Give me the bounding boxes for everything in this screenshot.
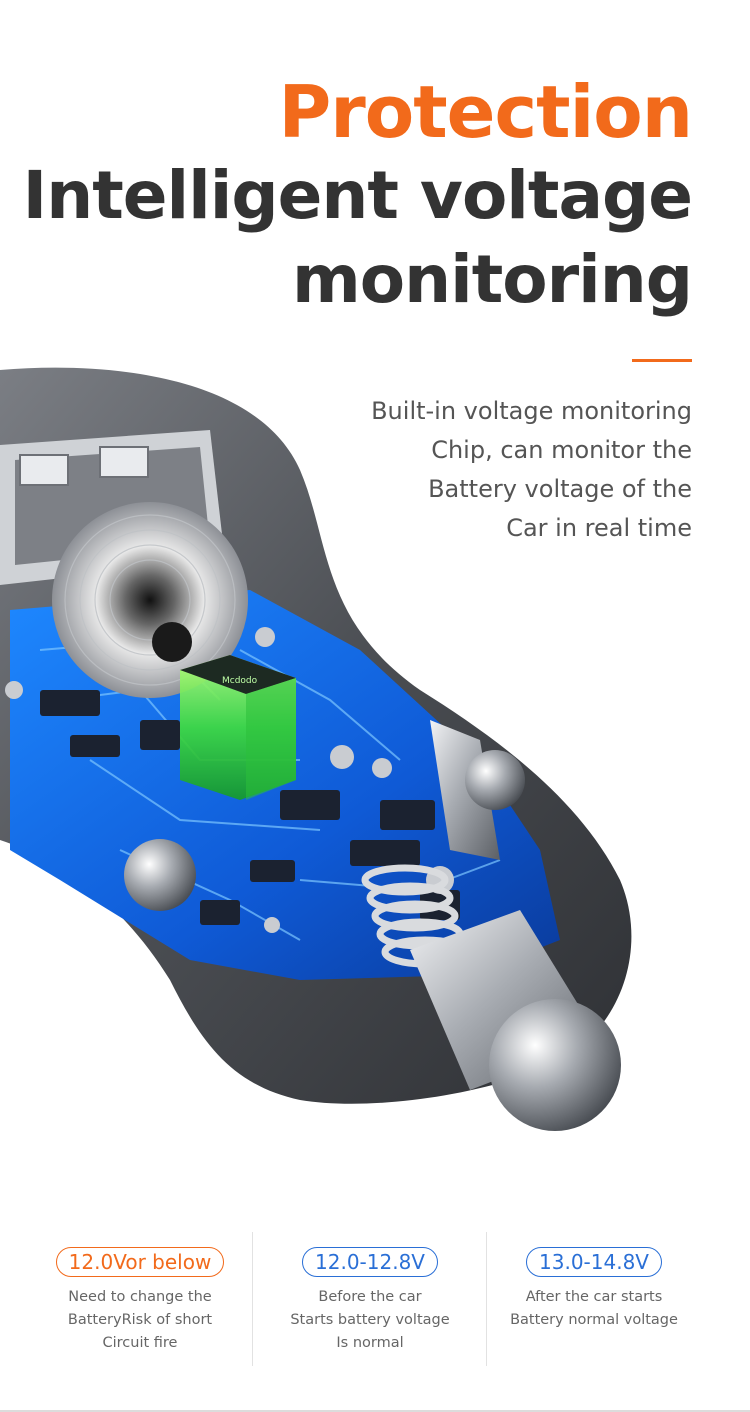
voltage-badge: 12.0-12.8V xyxy=(302,1247,438,1277)
description-line: Car in real time xyxy=(506,514,692,542)
voltage-badge: 13.0-14.8V xyxy=(526,1247,662,1277)
stat-line: Battery normal voltage xyxy=(510,1312,678,1328)
voltage-badge: 12.0Vor below xyxy=(55,1247,225,1277)
stat-line: After the car starts xyxy=(525,1289,663,1305)
title-accent: Protection xyxy=(278,70,694,154)
stat-line: Is normal xyxy=(336,1335,404,1351)
car-charger-illustration: Mcdodo xyxy=(0,367,632,1131)
chip-logo-text: Mcdodo xyxy=(222,676,258,686)
description-line: Built-in voltage monitoring xyxy=(371,397,692,425)
headline: Protection Intelligent voltage monitorin… xyxy=(22,70,694,322)
description-line: Chip, can monitor the xyxy=(431,436,692,464)
stat-line: Starts battery voltage xyxy=(290,1312,450,1328)
stat-line: Need to change the xyxy=(68,1289,212,1305)
column-divider xyxy=(252,1232,253,1366)
stat-line: BatteryRisk of short xyxy=(67,1312,213,1328)
voltage-stat-normal-off: 12.0-12.8V Before the car Starts battery… xyxy=(254,1232,486,1372)
stat-line: Before the car xyxy=(318,1289,422,1305)
voltage-stats: 12.0Vor below Need to change the Battery… xyxy=(0,1232,750,1372)
bottom-border xyxy=(0,1410,750,1412)
voltage-stat-low: 12.0Vor below Need to change the Battery… xyxy=(24,1232,256,1372)
column-divider xyxy=(486,1232,487,1366)
description-line: Battery voltage of the xyxy=(428,475,692,503)
title-line-1: Intelligent voltage xyxy=(22,157,693,234)
stat-line: Circuit fire xyxy=(102,1335,178,1351)
title-line-2: monitoring xyxy=(291,241,693,318)
voltage-stat-running: 13.0-14.8V After the car starts Battery … xyxy=(478,1232,710,1372)
accent-divider xyxy=(632,359,692,362)
feature-description: Built-in voltage monitoring Chip, can mo… xyxy=(272,392,692,548)
